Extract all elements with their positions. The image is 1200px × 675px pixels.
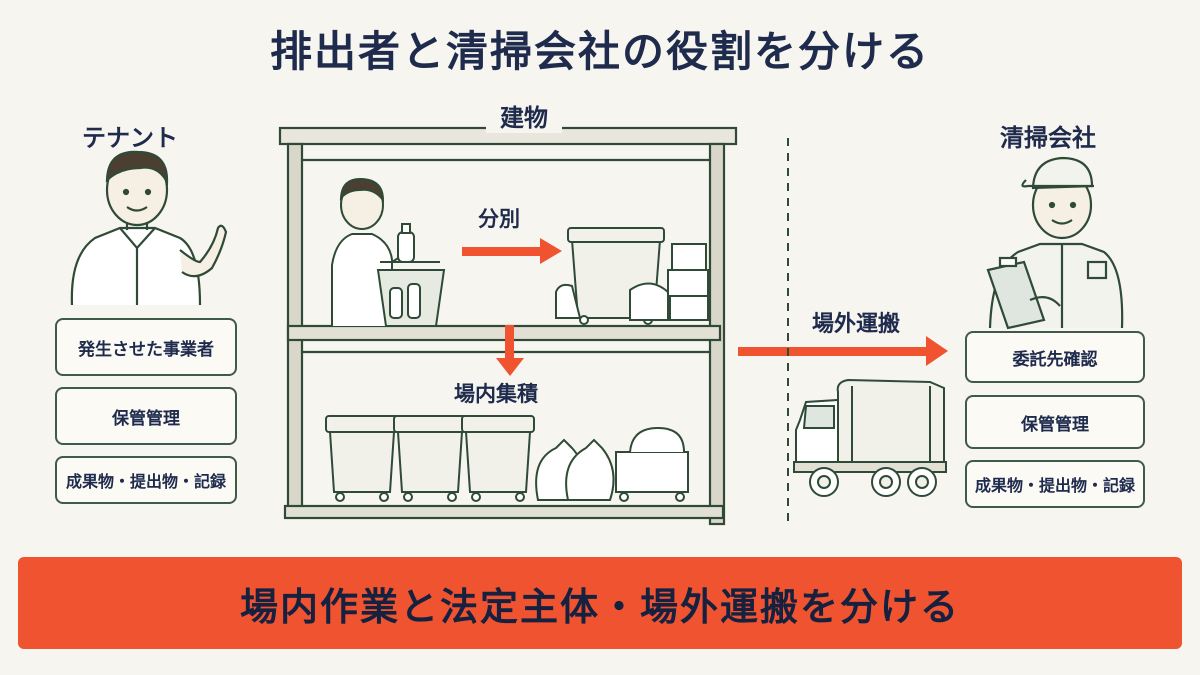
company-label: 清掃会社 — [1000, 124, 1096, 152]
worker-sorting-illustration — [331, 177, 446, 327]
onsite-collection-label: 場内集積 — [454, 382, 538, 406]
sorted-containers-illustration — [555, 227, 709, 325]
sorting-arrow-shaft — [462, 247, 542, 256]
collected-containers-illustration — [325, 415, 689, 502]
summary-banner: 場内作業と法定主体・場外運搬を分ける — [18, 557, 1182, 649]
page-title: 排出者と清掃会社の役割を分ける — [269, 27, 930, 76]
tenant-role-storage: 保管管理 — [55, 387, 237, 445]
offsite-transport-label: 場外運搬 — [812, 312, 901, 337]
company-role-contractor-check: 委託先確認 — [965, 331, 1145, 383]
garbage-truck-illustration — [793, 378, 947, 497]
company-role-storage: 保管管理 — [965, 395, 1145, 449]
sorting-label: 分別 — [478, 207, 520, 231]
building-frame — [278, 126, 738, 526]
flow-arrows — [462, 238, 948, 376]
tenant-role-records: 成果物・提出物・記録 — [55, 456, 237, 504]
transport-arrow-head — [926, 336, 948, 366]
company-role-records: 成果物・提出物・記録 — [965, 460, 1145, 508]
transport-arrow-shaft — [738, 347, 928, 356]
collection-arrow-shaft — [505, 325, 514, 361]
collection-arrow-head — [496, 358, 524, 376]
tenant-label: テナント — [82, 124, 178, 152]
tenant-role-generator: 発生させた事業者 — [55, 318, 237, 376]
building-label: 建物 — [486, 98, 562, 133]
company-worker-illustration — [986, 156, 1124, 330]
tenant-person-illustration — [70, 150, 228, 306]
sorting-arrow-head — [540, 238, 562, 264]
